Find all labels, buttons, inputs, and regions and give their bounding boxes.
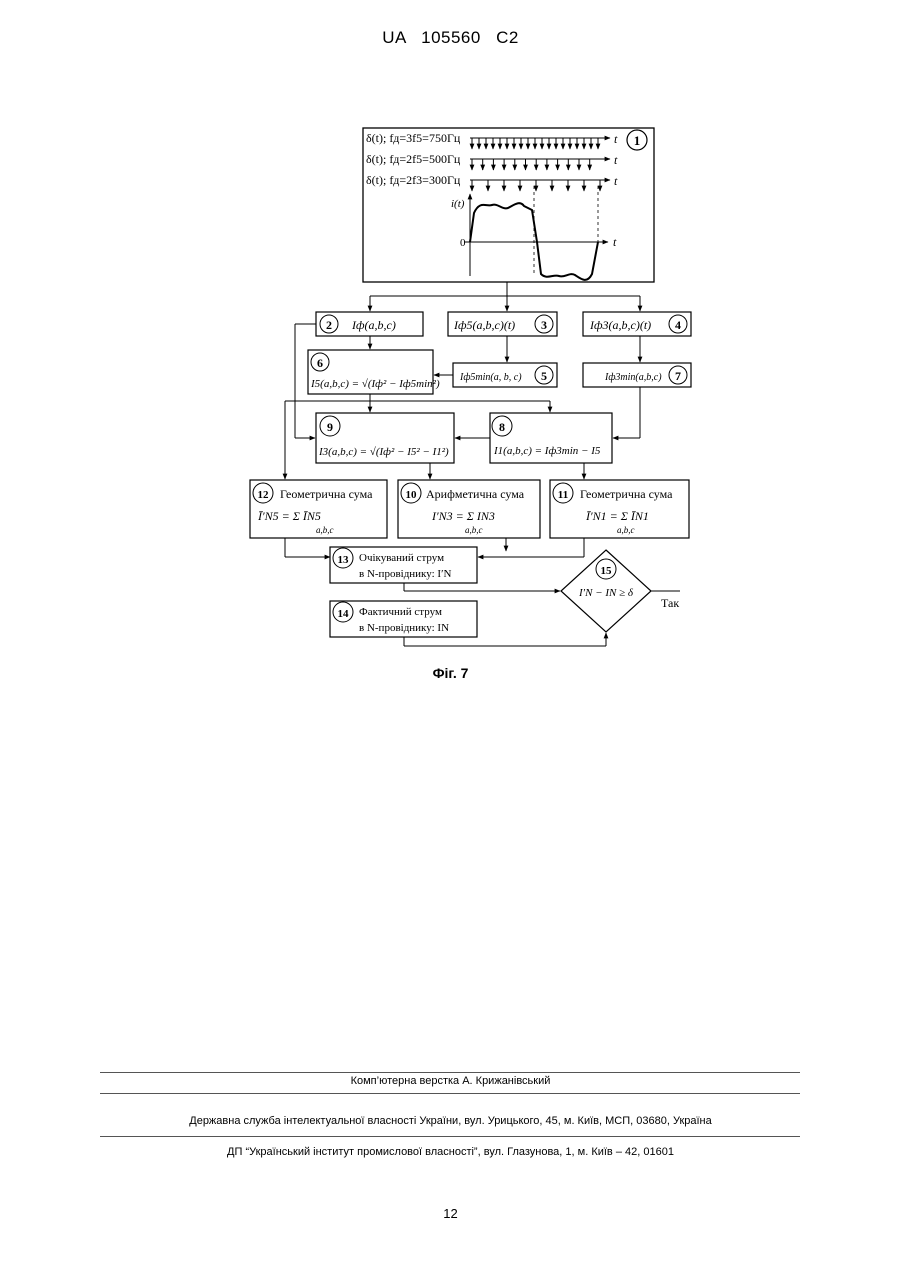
footer-agency: Державна служба інтелектуальної власност… xyxy=(0,1115,901,1127)
footer-typesetter: Комп’ютерна верстка А. Крижанівський xyxy=(0,1075,901,1087)
footer-rule-3 xyxy=(100,1136,800,1137)
block-6-number: 6 xyxy=(317,356,323,370)
block-3-text: Iф5(a,b,c)(t) xyxy=(453,318,515,332)
block-10-number: 10 xyxy=(406,489,418,501)
waveform-y-label: i(t) xyxy=(451,198,465,210)
block-10-title: Арифметична сума xyxy=(426,487,525,501)
block-14-line2: в N-провіднику: IN xyxy=(359,622,449,634)
footer-rule-1 xyxy=(100,1072,800,1073)
block-12-number: 12 xyxy=(258,489,270,501)
block-7-number: 7 xyxy=(675,369,681,383)
block-4-number: 4 xyxy=(675,318,681,332)
block-2-number: 2 xyxy=(326,318,332,332)
block-1-number: 1 xyxy=(634,133,641,148)
yes-label: Так xyxy=(661,596,679,610)
block-13-line1: Очікуваний струм xyxy=(359,552,444,564)
block-13-line2: в N-провіднику: I′N xyxy=(359,568,451,580)
decision-15-text: I′N − IN ≥ δ xyxy=(578,587,634,599)
footer-rule-2 xyxy=(100,1093,800,1094)
block-4-text: Iф3(a,b,c)(t) xyxy=(589,318,651,332)
block-12-sub: a,b,c xyxy=(316,525,334,535)
t-label-2: t xyxy=(614,153,618,167)
block-7-text: Iф3min(a,b,c) xyxy=(604,372,662,383)
page-number: 12 xyxy=(0,1206,901,1221)
flowchart-figure: 1 δ(t); fд=3f5=750Гц δ(t); fд=2f5=500Гц … xyxy=(0,0,901,700)
block-14-number: 14 xyxy=(338,608,350,620)
block-13-number: 13 xyxy=(338,554,350,566)
block-10-sub: a,b,c xyxy=(465,525,483,535)
block-9-text: I3(a,b,c) = √(Iф² − I5² − I1²) xyxy=(318,446,449,458)
block-6-text: I5(a,b,c) = √(Iф² − Iф5min²) xyxy=(310,378,440,390)
figure-caption: Фіг. 7 xyxy=(0,665,901,681)
footer-institute: ДП “Український інститут промислової вла… xyxy=(0,1146,901,1158)
block-8-number: 8 xyxy=(499,420,505,434)
block-12-title: Геометрична сума xyxy=(280,487,373,501)
block-11-title: Геометрична сума xyxy=(580,487,673,501)
block-5-number: 5 xyxy=(541,369,547,383)
block-14-line1: Фактичний струм xyxy=(359,606,442,618)
pulse-train-label-1: δ(t); fд=3f5=750Гц xyxy=(366,131,461,145)
pulse-train-label-2: δ(t); fд=2f5=500Гц xyxy=(366,152,461,166)
block-3-number: 3 xyxy=(541,318,547,332)
waveform-zero-label: 0 xyxy=(460,237,466,249)
t-label-3: t xyxy=(614,174,618,188)
t-label-1: t xyxy=(614,132,618,146)
pulse-trains xyxy=(470,138,610,191)
decision-15-number: 15 xyxy=(601,565,613,577)
block-12-formula: Ī′N5 = Σ ĪN5 xyxy=(257,509,321,523)
block-5-text: Iф5min(a, b, c) xyxy=(459,372,522,383)
block-11-formula: Ī′N1 = Σ ĪN1 xyxy=(585,509,649,523)
pulse-train-label-3: δ(t); fд=2f3=300Гц xyxy=(366,173,461,187)
block-2-text: Iф(a,b,c) xyxy=(351,318,396,332)
block-9-number: 9 xyxy=(327,420,333,434)
block-11-sub: a,b,c xyxy=(617,525,635,535)
block-8-text: I1(a,b,c) = Iф3min − I5 xyxy=(493,445,601,457)
block-11-number: 11 xyxy=(558,489,568,501)
waveform-t-label: t xyxy=(613,235,617,249)
block-10-formula: I′N3 = Σ IN3 xyxy=(431,509,495,523)
